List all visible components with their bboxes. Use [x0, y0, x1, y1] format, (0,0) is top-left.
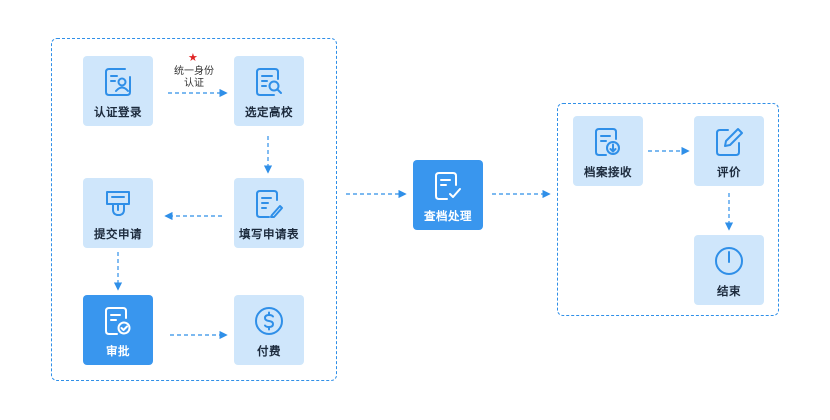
- power-icon: [713, 245, 745, 277]
- document-check-icon: [102, 305, 134, 337]
- edge-note-line1: 统一身份: [174, 66, 214, 77]
- document-edit-icon: [253, 188, 285, 220]
- node-school[interactable]: 选定高校: [234, 56, 304, 126]
- document-download-icon: [592, 126, 624, 158]
- node-approve[interactable]: 审批: [83, 295, 153, 365]
- pen-edit-icon: [713, 126, 745, 158]
- edge-note-unified-auth: 统一身份 认证: [164, 66, 224, 90]
- node-submit[interactable]: 提交申请: [83, 178, 153, 248]
- node-pay[interactable]: 付费: [234, 295, 304, 365]
- node-login[interactable]: 认证登录: [83, 56, 153, 126]
- node-form-label: 填写申请表: [239, 227, 299, 241]
- required-marker-icon: ★: [188, 51, 198, 64]
- node-review-label: 查档处理: [424, 209, 472, 223]
- node-submit-label: 提交申请: [94, 227, 142, 241]
- node-rate-label: 评价: [717, 165, 741, 179]
- node-approve-label: 审批: [106, 344, 130, 358]
- node-end[interactable]: 结束: [694, 235, 764, 305]
- node-login-label: 认证登录: [94, 105, 142, 119]
- document-check-icon: [432, 170, 464, 202]
- node-end-label: 结束: [717, 284, 741, 298]
- hand-submit-icon: [102, 188, 134, 220]
- right-group-frame: [557, 103, 779, 316]
- node-receive[interactable]: 档案接收: [573, 116, 643, 186]
- left-group-frame: [51, 38, 337, 381]
- node-receive-label: 档案接收: [584, 165, 632, 179]
- node-rate[interactable]: 评价: [694, 116, 764, 186]
- node-form[interactable]: 填写申请表: [234, 178, 304, 248]
- dollar-coin-icon: [253, 305, 285, 337]
- document-search-icon: [253, 66, 285, 98]
- node-review[interactable]: 查档处理: [413, 160, 483, 230]
- node-school-label: 选定高校: [245, 105, 293, 119]
- edge-note-line2: 认证: [184, 78, 204, 89]
- user-card-icon: [102, 66, 134, 98]
- node-pay-label: 付费: [257, 344, 281, 358]
